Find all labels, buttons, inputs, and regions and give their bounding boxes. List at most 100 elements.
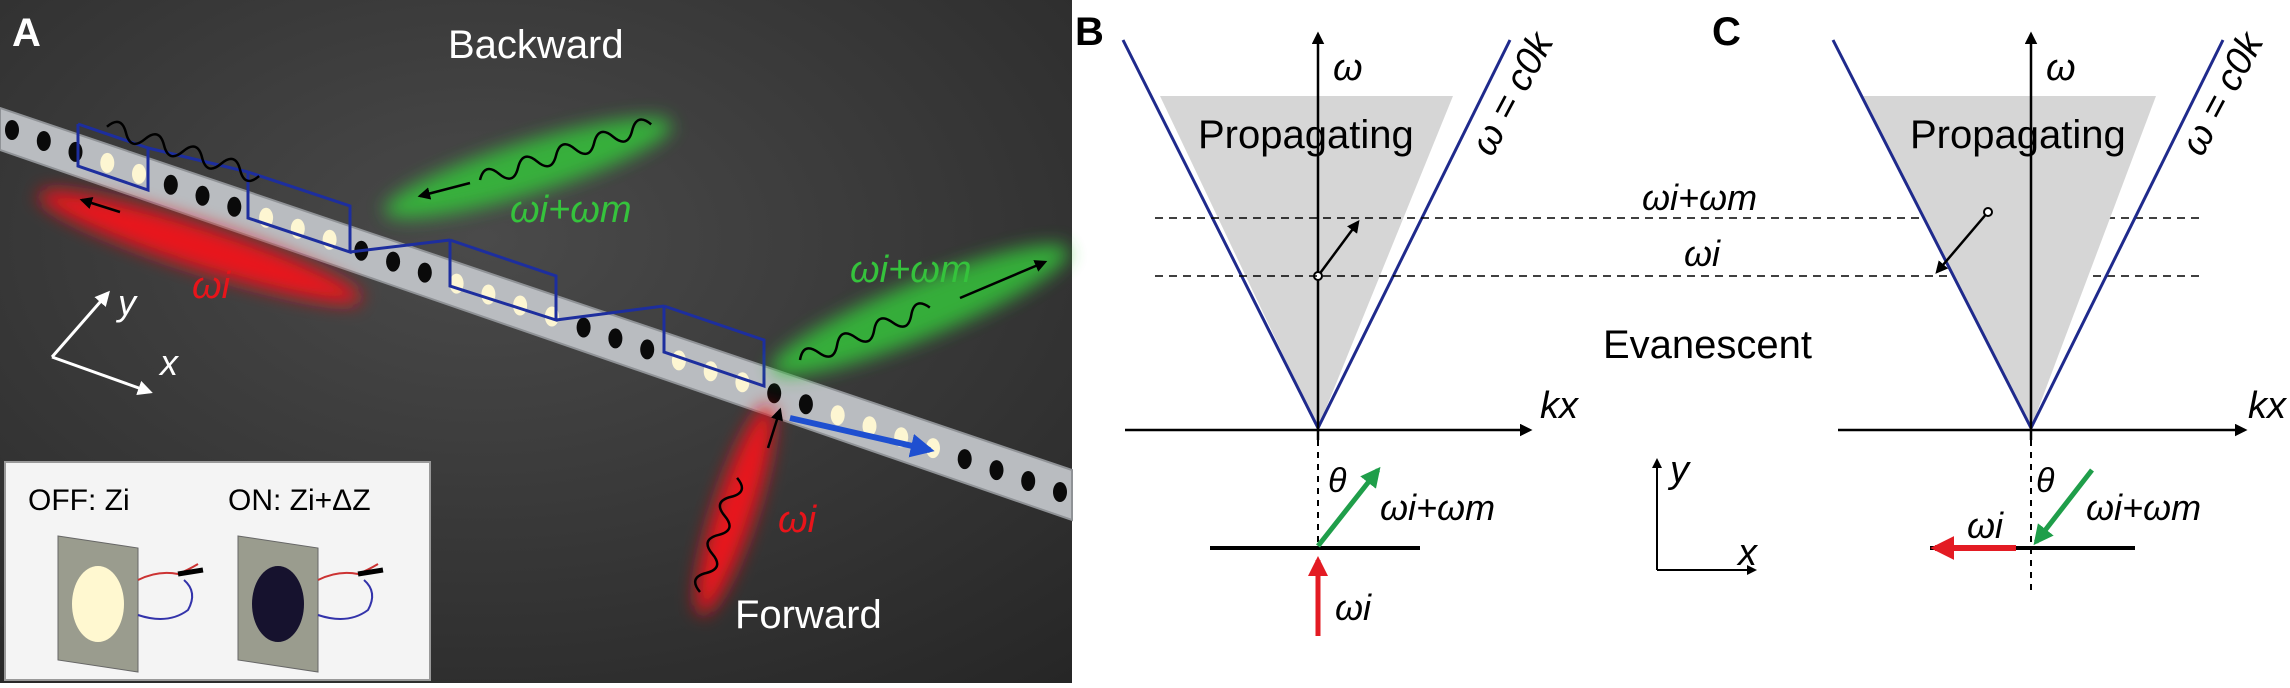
- wire-off-tip: [177, 567, 204, 577]
- red-glow-left: [38, 190, 362, 304]
- red-left-label: ωi: [192, 265, 232, 307]
- waveguide-hole: [671, 350, 686, 371]
- waveguide-hole: [481, 284, 496, 305]
- theta-label-b: θ: [1328, 462, 1347, 500]
- waveguide-hole: [100, 152, 115, 173]
- evanescent-label: Evanescent: [1603, 323, 1812, 367]
- waveguide-hole: [608, 328, 623, 349]
- panel-b: B ω kx Propagating ω = c0k θ ωi+ωm ωi: [1075, 10, 1580, 636]
- wave-lower: [693, 477, 744, 593]
- axis-y-label: y: [115, 282, 138, 323]
- inset-off-label: OFF: Zi: [28, 484, 130, 517]
- waveguide-hole: [68, 141, 83, 162]
- red-lower-label: ωi: [778, 499, 818, 541]
- waveguide-hole: [227, 196, 242, 217]
- omega-label-b: ω: [1333, 47, 1363, 89]
- light-cone-left-b: [1121, 39, 1320, 429]
- arrow-upper: [417, 181, 471, 200]
- input-arrow-c: [2033, 468, 2094, 546]
- transition-arrow-c: [1935, 211, 1989, 274]
- output-label-b: ωi+ωm: [1380, 487, 1495, 528]
- arrow-right: [959, 260, 1048, 300]
- pad-on-dot: [252, 566, 304, 642]
- light-cone-right-b: [1316, 39, 1512, 429]
- waveguide: [0, 106, 1073, 522]
- waveguide-hole: [1021, 471, 1036, 491]
- waveguide-hole: [767, 383, 782, 404]
- input-label-b: ωi: [1335, 587, 1372, 628]
- red-glow-lower: [696, 405, 774, 615]
- middle-x-label: x: [1736, 532, 1759, 574]
- transition-arrow-b: [1316, 219, 1360, 277]
- waveguide-hole: [957, 449, 972, 470]
- light-cone-right-c: [2029, 39, 2225, 429]
- waveguide-hole: [386, 251, 401, 272]
- x-axis-arrow: [51, 355, 153, 396]
- waveguide-hole: [576, 317, 591, 338]
- level-upper-label: ωi+ωm: [1642, 177, 1757, 218]
- middle-y-label: y: [1667, 449, 1691, 491]
- waveguide-hole: [703, 361, 718, 382]
- modulator-box: [76, 122, 150, 193]
- transition-start-c: [1983, 207, 1993, 217]
- arrow-lower: [766, 407, 783, 449]
- propagating-region-c: [1863, 96, 2156, 428]
- pad-off-dot: [72, 566, 124, 642]
- waveguide-hole: [640, 339, 655, 360]
- panel-b-letter: B: [1075, 10, 1104, 54]
- inset: OFF: Zi ON: Zi+ΔZ: [4, 461, 431, 681]
- wave-upper: [478, 118, 652, 181]
- waveguide-hole: [830, 405, 845, 426]
- y-axis-arrow: [50, 290, 110, 358]
- box-link: [147, 146, 249, 174]
- level-lower-label: ωi: [1684, 233, 1721, 274]
- input-label-c: ωi+ωm: [2086, 487, 2201, 528]
- theta-label-c: θ: [2036, 462, 2055, 500]
- green-glow-right: [771, 244, 1069, 376]
- light-line-label-b: ω = c0k: [1463, 24, 1563, 162]
- arrow-left: [79, 197, 121, 214]
- inset-on-label: ON: Zi+ΔZ: [228, 484, 371, 517]
- kx-label-c: kx: [2248, 385, 2288, 427]
- waveguide-hole: [132, 163, 146, 184]
- light-cone-left-c: [1831, 39, 2033, 429]
- panel-a-letter: A: [12, 11, 41, 55]
- waveguide-hole: [798, 394, 813, 415]
- green-upper-label: ωi+ωm: [510, 189, 631, 231]
- panel-a-axes: [50, 290, 153, 396]
- axis-x-label: x: [158, 342, 180, 383]
- propagating-region-b: [1160, 96, 1453, 428]
- green-glow-upper: [384, 117, 672, 219]
- panel-c-letter: C: [1712, 10, 1741, 54]
- box-link: [555, 304, 665, 322]
- middle-annotations: Evanescent y x: [1603, 323, 1812, 575]
- propagating-label-c: Propagating: [1910, 113, 2126, 157]
- wire-on-blue: [317, 579, 374, 620]
- waveguide-holes: [5, 120, 1067, 502]
- waveguide-hole: [735, 372, 750, 393]
- wave-right: [798, 302, 931, 361]
- light-line-label-c: ω = c0k: [2173, 24, 2273, 162]
- transmitted-arrow: [789, 415, 935, 458]
- panel-c: C ω kx Propagating ω = c0k θ ωi+ωm ωi: [1712, 10, 2288, 590]
- omega-label-c: ω: [2046, 47, 2076, 89]
- modulator-boxes: [76, 122, 766, 389]
- waveguide-hole: [862, 416, 877, 437]
- box-link: [349, 238, 451, 254]
- output-label-c: ωi: [1967, 505, 2004, 546]
- panel-a: A Backward Forward: [0, 0, 1073, 683]
- backward-label: Backward: [448, 23, 624, 67]
- waveguide-hole: [989, 460, 1004, 481]
- wave-left: [106, 120, 260, 183]
- forward-label: Forward: [735, 593, 882, 637]
- wire-off-blue: [137, 579, 194, 620]
- output-arrow-b: [1316, 466, 1381, 548]
- propagating-label-b: Propagating: [1198, 113, 1414, 157]
- wire-on-tip: [357, 567, 384, 577]
- kx-label-b: kx: [1540, 385, 1580, 427]
- waveguide-hole: [36, 131, 51, 151]
- modulator-box: [662, 304, 766, 389]
- waveguide-hole: [417, 262, 432, 283]
